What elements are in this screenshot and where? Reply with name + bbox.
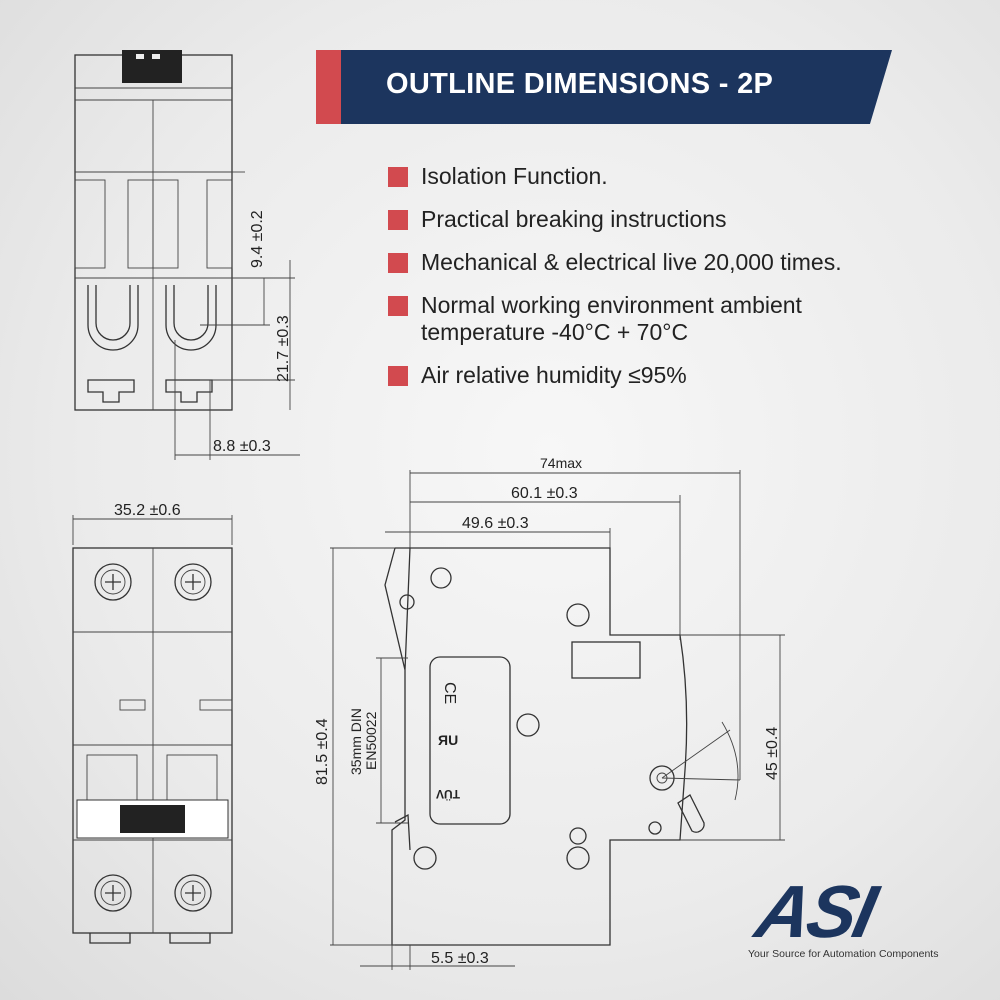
bullet-square-icon (388, 296, 408, 316)
feature-list: Isolation Function. Practical breaking i… (388, 163, 948, 405)
bullet-square-icon (388, 366, 408, 386)
top-view-drawing: 9.4 ±0.2 21.7 ±0.3 8.8 ±0.3 (74, 50, 300, 460)
feature-item: Air relative humidity ≤95% (388, 362, 948, 389)
side-view-drawing: 74max 60.1 ±0.3 49.6 ±0.3 CE ЯU TÜV 45 ±… (314, 455, 785, 970)
bullet-square-icon (388, 253, 408, 273)
screw-icon (94, 563, 132, 601)
dimension-label: 21.7 ±0.3 (275, 315, 292, 382)
bullet-square-icon (388, 167, 408, 187)
logo-tagline: Your Source for Automation Components (748, 948, 939, 960)
screw-icon (174, 874, 212, 912)
screw-icon (94, 874, 132, 912)
tuv-mark-icon: TÜV (436, 787, 460, 802)
feature-text: Normal working environment ambient tempe… (421, 292, 802, 345)
dimension-label: 8.8 ±0.3 (213, 438, 271, 455)
feature-text: Practical breaking instructions (421, 206, 727, 232)
logo-mark: ASI (749, 870, 882, 953)
din-rail-label: 35mm DIN (348, 708, 364, 775)
feature-item: Practical breaking instructions (388, 206, 948, 233)
dimension-label: 45 ±0.4 (764, 727, 781, 780)
dimension-label: 49.6 ±0.3 (462, 515, 529, 532)
feature-text: Air relative humidity ≤95% (421, 362, 687, 388)
dimension-label: 81.5 ±0.4 (314, 718, 331, 785)
front-view-drawing: 35.2 ±0.6 (72, 502, 233, 944)
feature-item: Isolation Function. (388, 163, 948, 190)
page-title: OUTLINE DIMENSIONS - 2P (386, 68, 774, 100)
ce-mark-icon: CE (441, 682, 458, 704)
banner-accent (316, 50, 341, 124)
dimension-label: 35.2 ±0.6 (114, 502, 181, 519)
feature-item: Mechanical & electrical live 20,000 time… (388, 249, 948, 276)
dimension-label: 60.1 ±0.3 (511, 485, 578, 502)
banner-background (341, 50, 892, 124)
header-banner: OUTLINE DIMENSIONS - 2P (316, 50, 892, 124)
din-standard-label: EN50022 (363, 711, 379, 770)
feature-text: Isolation Function. (421, 163, 608, 189)
dimension-label: 5.5 ±0.3 (431, 950, 489, 967)
feature-item: Normal working environment ambient tempe… (388, 292, 948, 346)
dimension-label: 9.4 ±0.2 (249, 210, 266, 268)
screw-icon (174, 563, 212, 601)
bullet-square-icon (388, 210, 408, 230)
ul-mark-icon: ЯU (438, 732, 458, 748)
feature-text: Mechanical & electrical live 20,000 time… (421, 249, 842, 275)
dimension-label: 74max (540, 455, 582, 471)
brand-logo: ASI Your Source for Automation Component… (748, 870, 958, 960)
